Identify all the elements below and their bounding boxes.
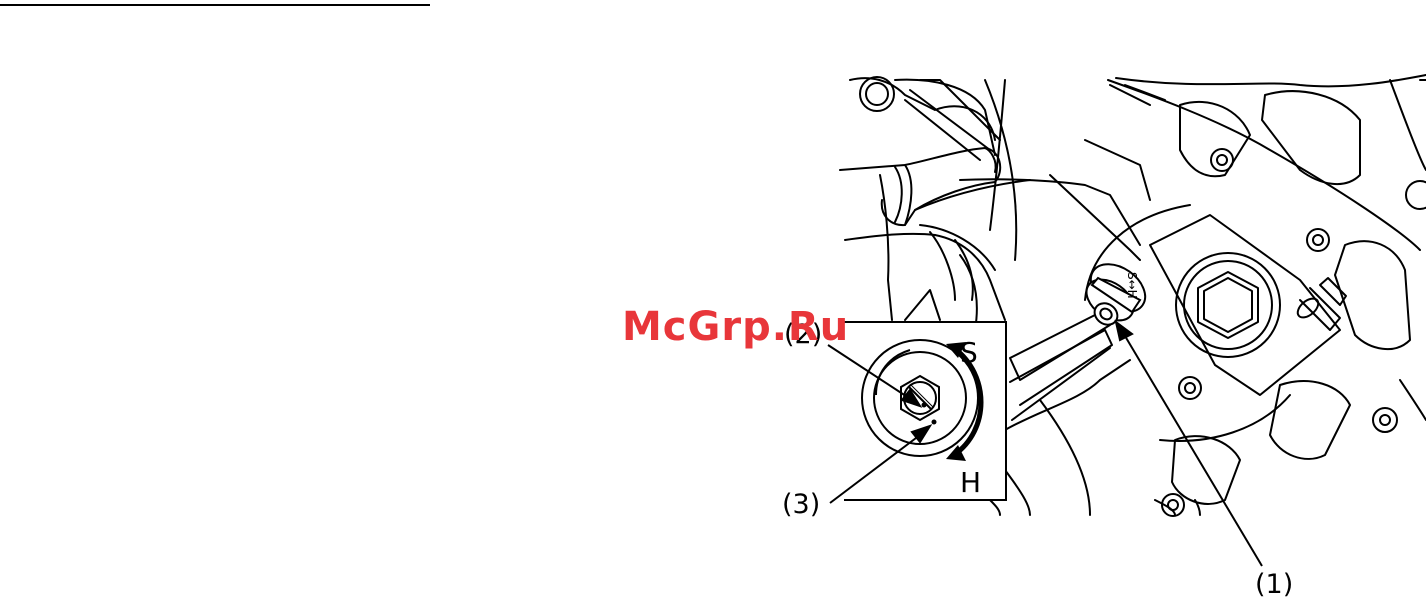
disc-bolt-hole xyxy=(1307,229,1329,251)
callout-label-3: (3) xyxy=(782,489,820,520)
disc-bolt-hole xyxy=(1179,377,1201,399)
axle-nut xyxy=(1198,272,1258,338)
caliper-body xyxy=(850,78,995,140)
adjuster-rod xyxy=(1010,315,1110,380)
disc-bolt-hole xyxy=(1373,408,1397,432)
fork-arm xyxy=(840,148,1000,225)
dial-label-hard: H xyxy=(960,466,981,499)
watermark-text: McGrp.Ru xyxy=(622,304,849,350)
axle-ring xyxy=(1176,253,1280,357)
axle-housing xyxy=(1150,215,1340,395)
disc-cutout xyxy=(1270,381,1350,459)
knob-marking: S↔H xyxy=(1125,272,1139,299)
callout-label-1: (1) xyxy=(1255,569,1293,600)
disc-bolt-hole xyxy=(1211,149,1233,171)
disc-cutout xyxy=(1262,91,1360,184)
dial-label-soft: S xyxy=(960,336,978,369)
alignment-mark xyxy=(932,420,937,425)
